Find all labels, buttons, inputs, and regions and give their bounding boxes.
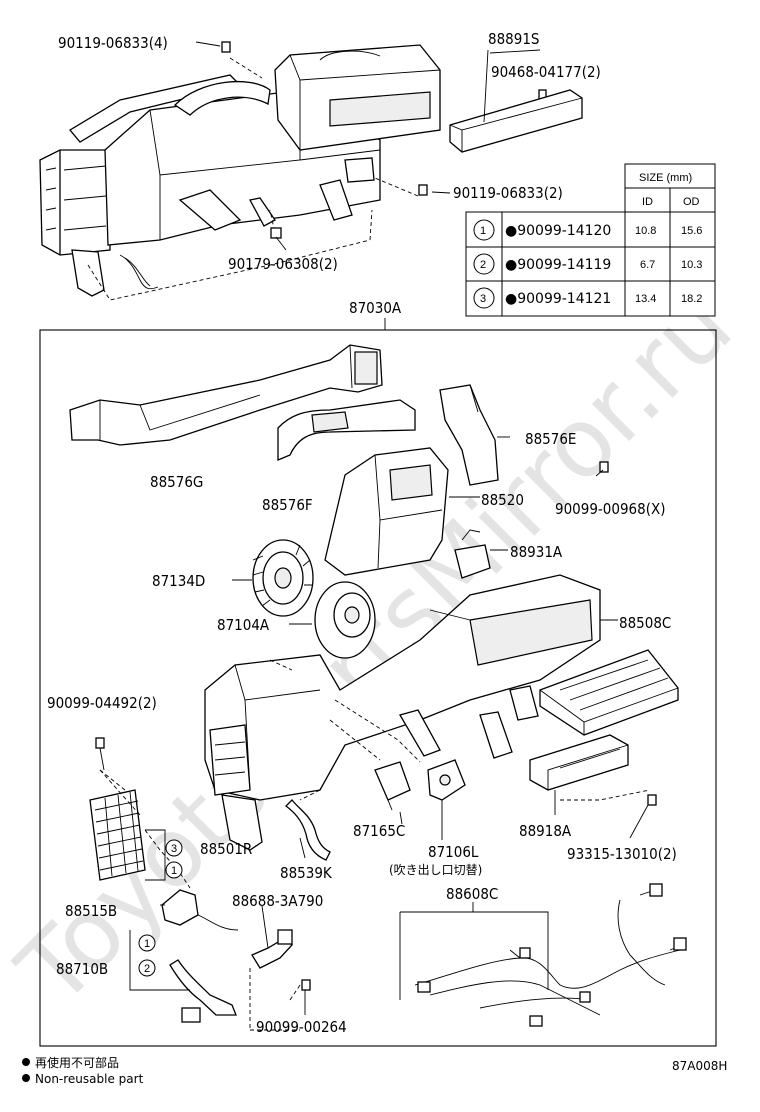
part-88918a xyxy=(529,734,629,791)
label-88515b: 88515B xyxy=(65,902,117,920)
label-88688-3a790: 88688-3A790 xyxy=(232,892,323,910)
pipe-88539k xyxy=(285,799,331,861)
circle-1b xyxy=(138,934,156,952)
row2-part: ●90099-14119 xyxy=(505,257,611,273)
legend-jp: 再使用不可部品 xyxy=(35,1055,119,1070)
circle-1a-number: 1 xyxy=(171,865,177,877)
label-90119-06833-top: 90119-06833(4) xyxy=(58,34,168,52)
legend-dot-en xyxy=(22,1074,30,1082)
row3-od: 18.2 xyxy=(681,293,702,305)
duct-88576g xyxy=(69,344,383,446)
label-87165c: 87165C xyxy=(353,822,405,840)
assembly-frame xyxy=(39,329,717,1047)
legend-dot-jp xyxy=(22,1058,30,1066)
label-90099-04492: 90099-04492(2) xyxy=(47,694,157,712)
label-88576f: 88576F xyxy=(262,496,313,514)
label-88608c: 88608C xyxy=(446,885,498,903)
label-87106l: 87106L xyxy=(428,843,479,861)
valve-88515b xyxy=(161,889,239,931)
row1-od: 15.6 xyxy=(681,225,702,237)
label-87106l-note: (吹き出し口切替) xyxy=(389,863,482,877)
label-90179-06308: 90179-06308(2) xyxy=(228,255,338,273)
heater-assembly-overview xyxy=(39,41,547,301)
motor-87104a xyxy=(314,581,376,659)
circle-3-number: 3 xyxy=(171,843,177,855)
row3-part: ●90099-14121 xyxy=(505,291,611,307)
fan-87134d xyxy=(252,539,314,617)
row3-id: 13.4 xyxy=(635,293,656,305)
row2-od: 10.3 xyxy=(681,259,702,271)
pipe-88710b xyxy=(169,959,237,1023)
label-88520: 88520 xyxy=(481,491,524,509)
harness-bracket-lines xyxy=(399,902,549,1000)
circle-2 xyxy=(138,959,156,977)
heater-case-main xyxy=(204,574,601,851)
label-88508c: 88508C xyxy=(619,614,671,632)
duct-88576e xyxy=(439,384,499,486)
assembly-label: 87030A xyxy=(349,299,402,317)
label-87134d: 87134D xyxy=(152,572,205,590)
row3-number: 3 xyxy=(480,293,486,305)
screw-93315 xyxy=(647,794,657,806)
resistor-88931a xyxy=(454,529,491,579)
label-88501r: 88501R xyxy=(200,840,252,858)
row2-id: 6.7 xyxy=(640,259,655,271)
servo-87106l xyxy=(427,759,466,801)
duct-88576f xyxy=(277,399,416,461)
circle-1a xyxy=(165,861,183,879)
filter-88891s xyxy=(449,89,583,153)
bracket-88688-3a790 xyxy=(251,929,293,969)
evaporator-88501r xyxy=(89,789,146,881)
size-header: SIZE (mm) xyxy=(639,172,692,184)
label-88931a: 88931A xyxy=(510,543,563,561)
circle-2-number: 2 xyxy=(144,963,150,975)
label-90468-04177: 90468-04177(2) xyxy=(491,63,601,81)
hose-size-table: SIZE (mm) ID OD 1 ●90099-14120 10.8 15.6… xyxy=(465,163,716,317)
label-88539k: 88539K xyxy=(280,864,333,882)
legend-en: Non-reusable part xyxy=(35,1072,144,1086)
row1-part: ●90099-14120 xyxy=(505,223,611,239)
label-93315-13010: 93315-13010(2) xyxy=(567,845,677,863)
harness-88608c xyxy=(414,883,687,1027)
label-88576e: 88576E xyxy=(525,430,576,448)
label-88918a: 88918A xyxy=(519,822,572,840)
id-header: ID xyxy=(642,196,653,208)
label-90099-00264: 90099-00264 xyxy=(256,1018,347,1036)
label-90099-00968: 90099-00968(X) xyxy=(555,500,666,518)
label-88576g: 88576G xyxy=(150,473,203,491)
label-90119-06833-mid: 90119-06833(2) xyxy=(453,184,563,202)
od-header: OD xyxy=(683,196,700,208)
circle-3 xyxy=(165,839,183,857)
filter-88508c xyxy=(539,649,679,736)
screw-90099-00264 xyxy=(301,979,311,991)
servo-87165c xyxy=(374,761,411,811)
label-88710b: 88710B xyxy=(56,960,108,978)
diagram-code: 87A008H xyxy=(672,1059,727,1073)
screw-90099-00968 xyxy=(599,461,609,473)
row1-number: 1 xyxy=(480,225,486,237)
label-88891s: 88891S xyxy=(488,30,540,48)
bolt-90099-04492 xyxy=(95,737,105,771)
circle-1b-number: 1 xyxy=(144,938,150,950)
row1-id: 10.8 xyxy=(635,225,656,237)
case-88520 xyxy=(324,447,449,576)
label-87104a: 87104A xyxy=(217,616,270,634)
row2-number: 2 xyxy=(480,259,486,271)
